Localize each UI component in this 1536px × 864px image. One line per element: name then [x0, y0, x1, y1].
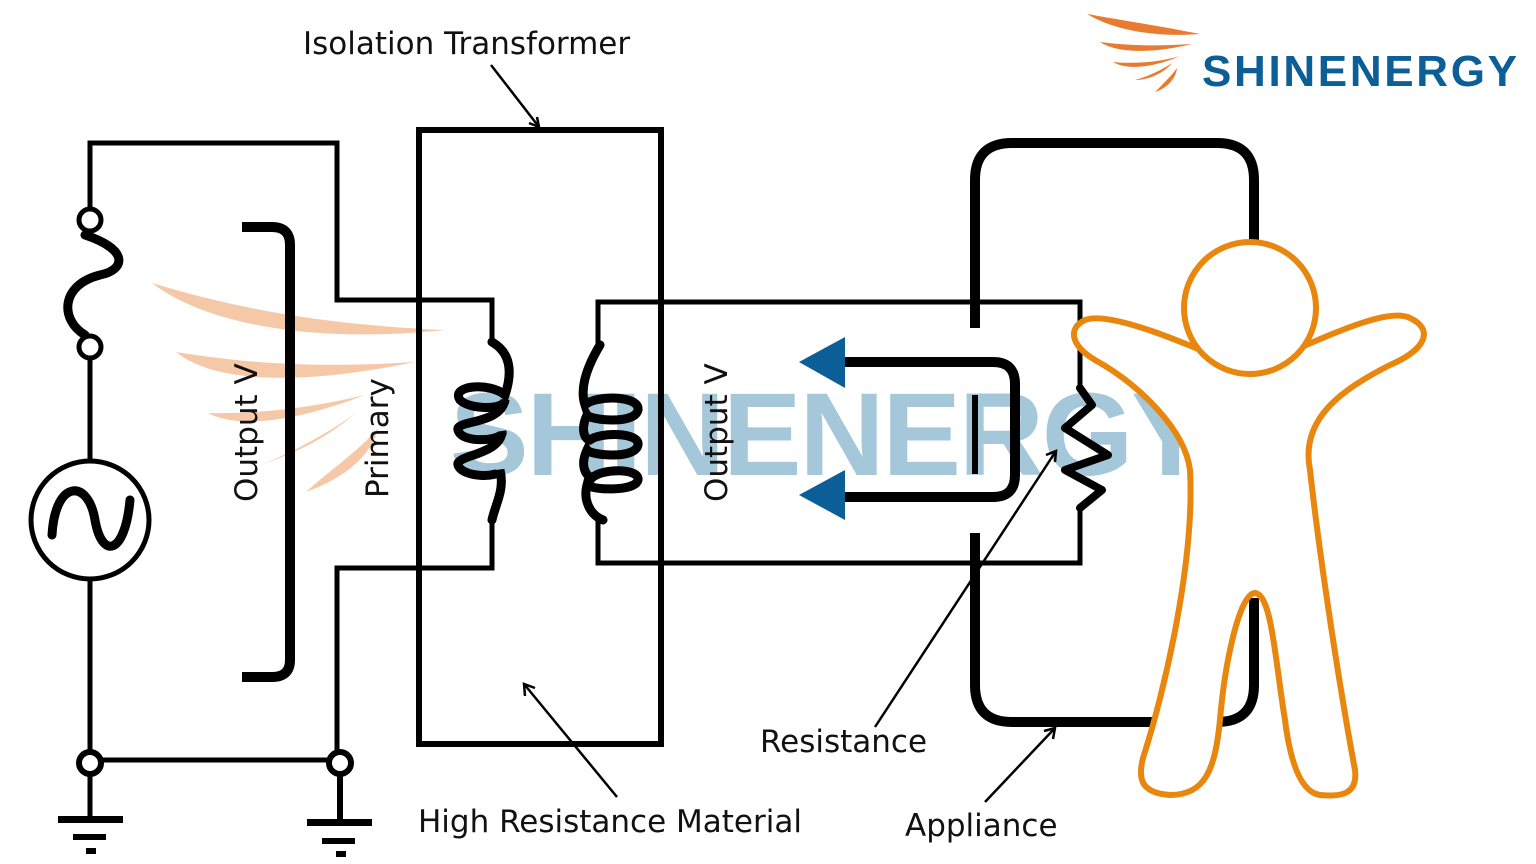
transformer-enclosure — [416, 127, 664, 747]
ac-source-icon — [28, 458, 152, 582]
watermark-wing-icon — [152, 283, 445, 492]
current-arrow-bottom-icon — [799, 470, 845, 520]
fuse-icon — [63, 206, 124, 361]
brand-logo: SHINENERGY — [1087, 14, 1517, 96]
resistor-icon — [1061, 384, 1112, 512]
label-appliance: Appliance — [905, 808, 1058, 844]
primary-coil-icon — [453, 337, 514, 525]
ground-left-icon — [58, 749, 123, 854]
ground-right-icon — [307, 749, 372, 857]
secondary-coil-icon — [578, 340, 643, 525]
label-isolation-transformer: Isolation Transformer — [303, 26, 630, 62]
output-v-bracket-left — [242, 222, 295, 682]
label-high-resistance-material: High Resistance Material — [418, 804, 802, 840]
label-output-v-right: Output V — [699, 363, 735, 502]
label-primary: Primary — [360, 378, 396, 498]
brand-wing-icon — [1087, 14, 1200, 92]
label-output-v-left: Output V — [229, 363, 265, 502]
current-loop — [840, 357, 1020, 502]
primary-circuit — [87, 140, 495, 763]
person-icon — [1070, 239, 1427, 799]
brand-name: SHINENERGY — [1202, 47, 1517, 96]
watermark: SHINENERGY — [152, 283, 1210, 501]
current-arrow-top-icon — [799, 337, 845, 388]
label-resistance: Resistance — [760, 724, 927, 760]
annotation-arrows — [490, 64, 1058, 803]
